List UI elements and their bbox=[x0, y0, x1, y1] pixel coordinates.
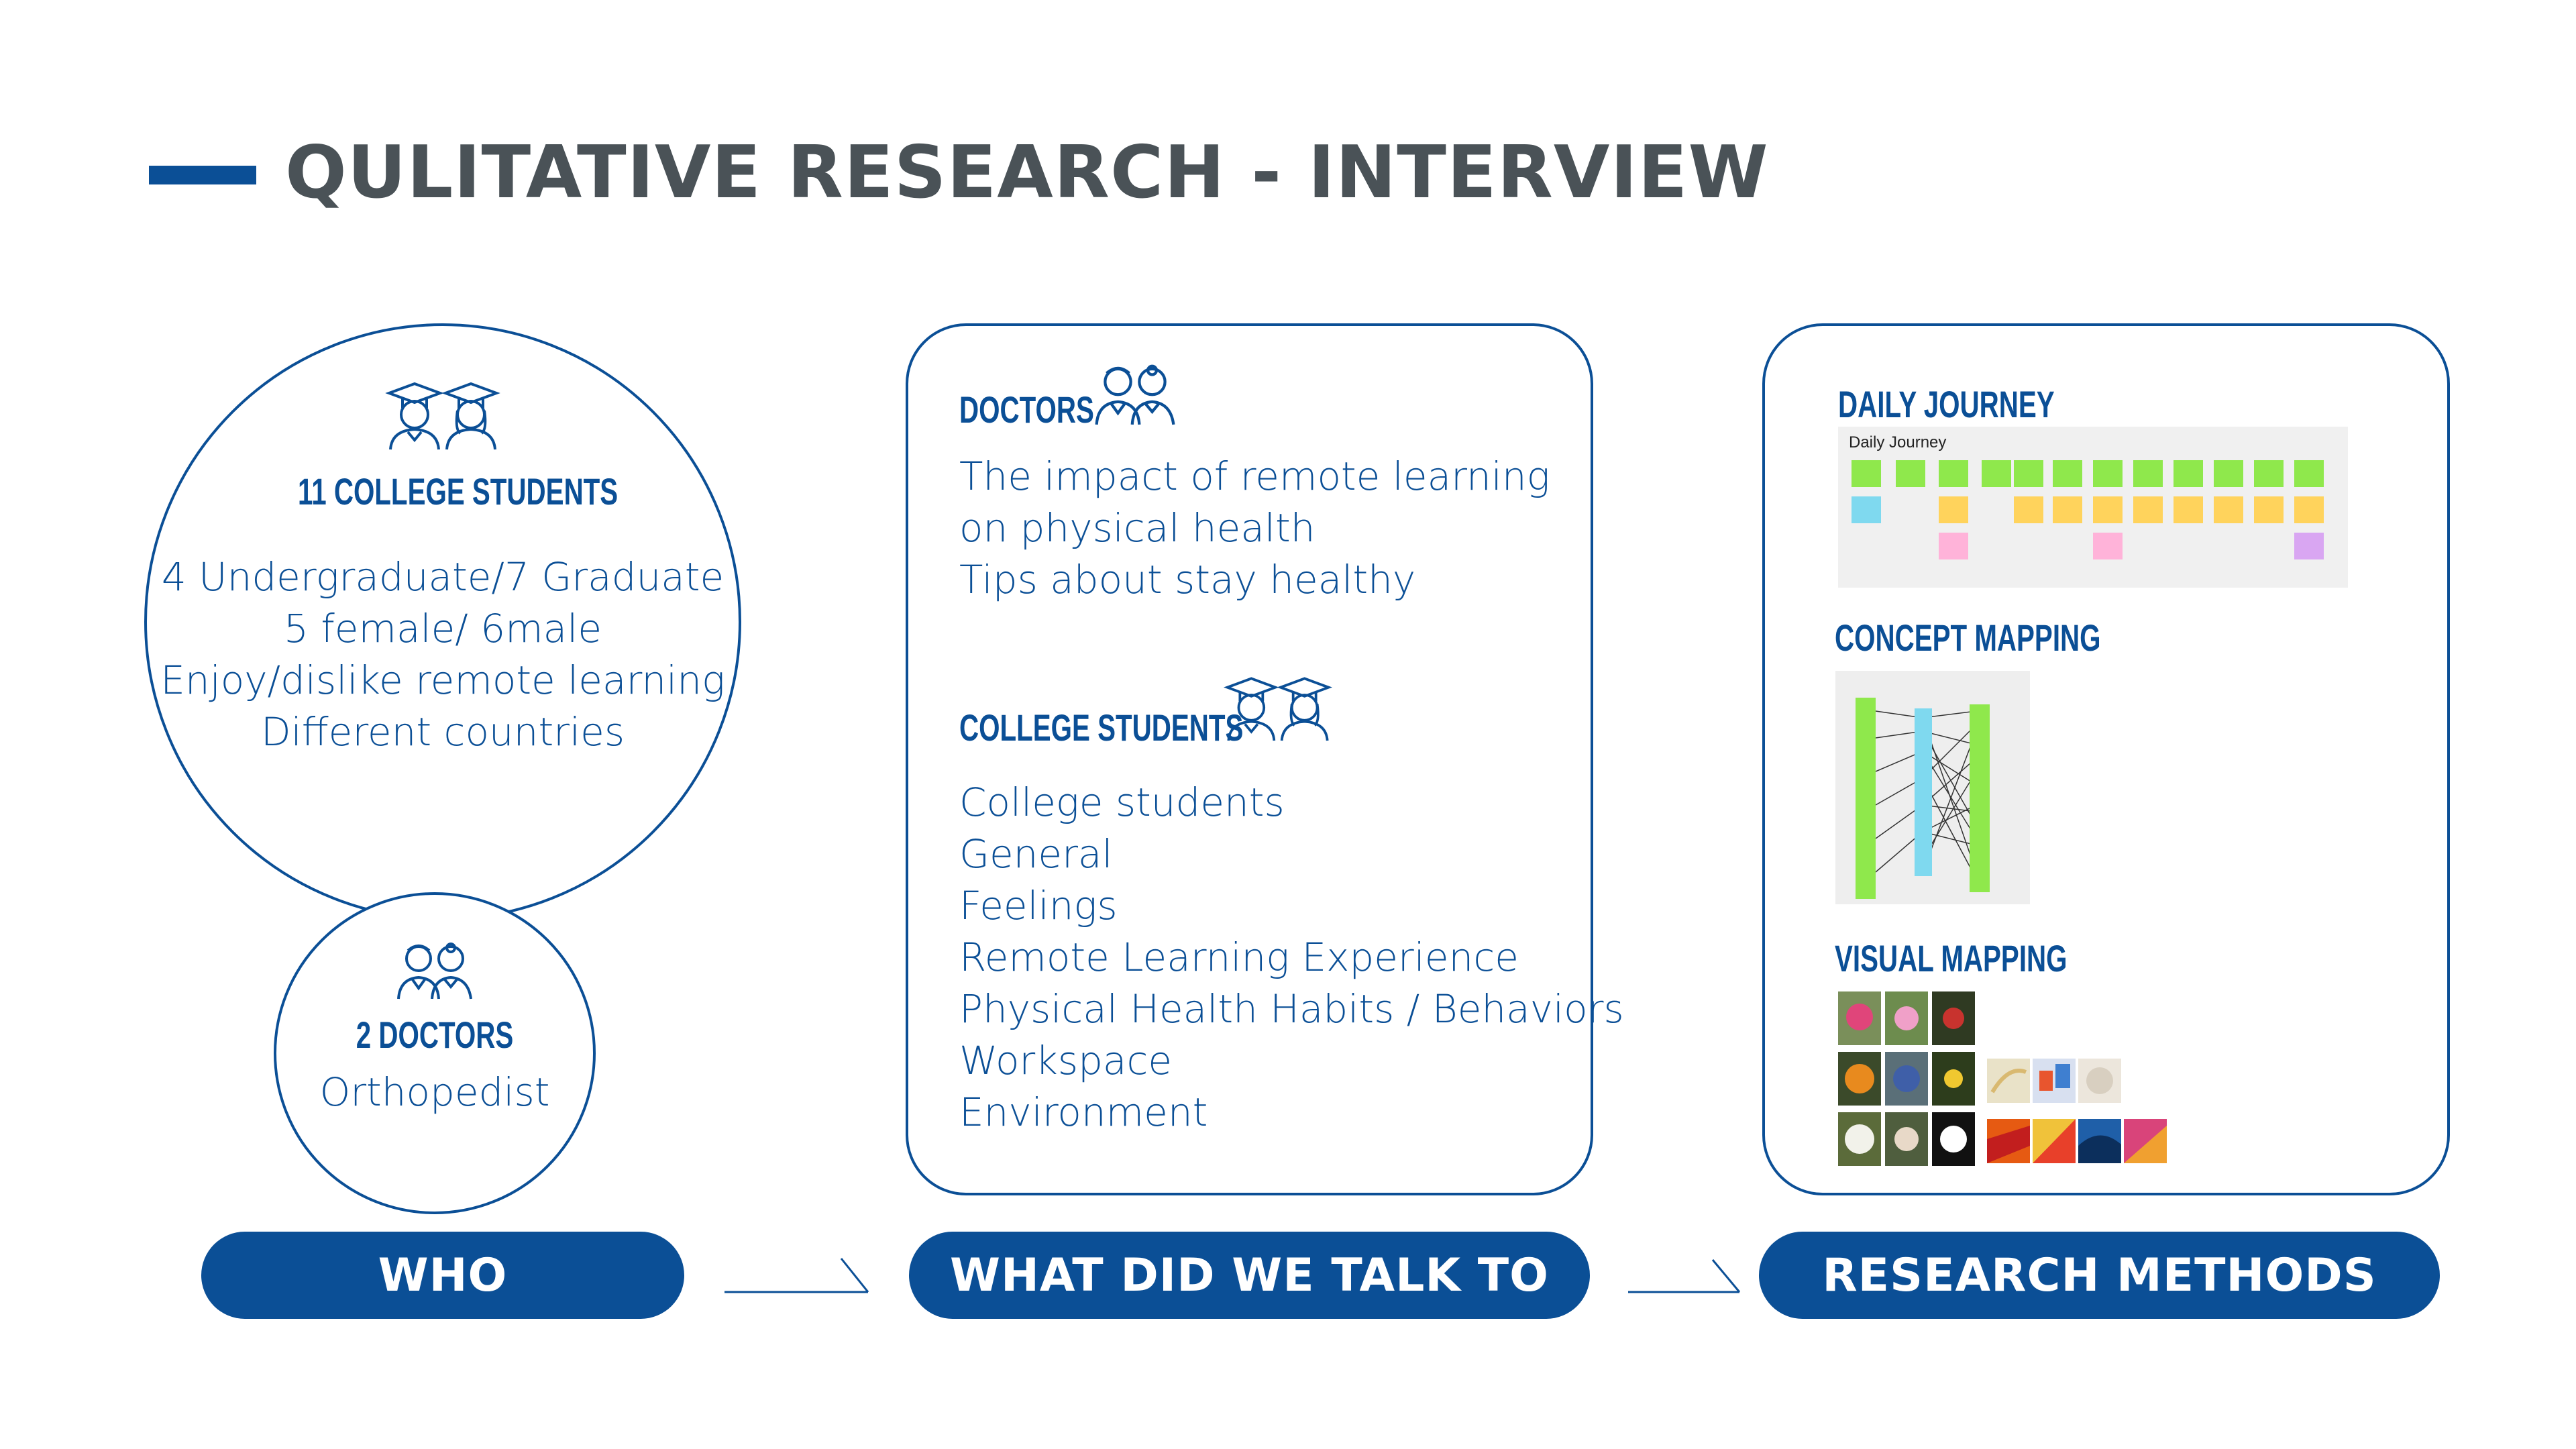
who-pill: WHO bbox=[201, 1232, 684, 1319]
talk-doctors-list: The impact of remote learning on physica… bbox=[959, 451, 1550, 606]
visual-mapping-images bbox=[1838, 991, 2167, 1166]
students-circle bbox=[144, 323, 741, 920]
who-doctors-specialty: Orthopedist bbox=[319, 1069, 550, 1115]
daily-journey-board-title: Daily Journey bbox=[1849, 433, 1947, 451]
title-accent-bar bbox=[149, 166, 256, 184]
who-students-list: 4 Undergraduate/7 Graduate 5 female/ 6ma… bbox=[144, 551, 741, 758]
arrow-right-icon bbox=[1627, 1254, 1743, 1295]
list-item: The impact of remote learning bbox=[959, 453, 1550, 499]
talk-doctors-heading: DOCTORS bbox=[959, 388, 1094, 431]
list-item: on physical health bbox=[959, 505, 1316, 551]
list-item: Different countries bbox=[260, 709, 625, 755]
list-item: Physical Health Habits / Behaviors bbox=[959, 986, 1624, 1032]
graduates-icon bbox=[382, 376, 503, 451]
list-item: General bbox=[959, 831, 1113, 877]
who-doctors-heading: 2 DOCTORS bbox=[356, 1014, 514, 1056]
visual-mapping-heading: VISUAL MAPPING bbox=[1835, 937, 2068, 979]
talk-students-heading: COLLEGE STUDENTS bbox=[959, 706, 1244, 749]
daily-journey-board: Daily Journey bbox=[1838, 427, 2348, 588]
talk-box bbox=[906, 323, 1593, 1195]
concept-map-board bbox=[1835, 671, 2030, 904]
list-item: Environment bbox=[959, 1089, 1208, 1135]
methods-pill: RESEARCH METHODS bbox=[1759, 1232, 2440, 1319]
arrow-right-icon bbox=[723, 1254, 872, 1295]
page-title: QULITATIVE RESEARCH - INTERVIEW bbox=[285, 131, 1769, 215]
list-item: College students bbox=[959, 780, 1285, 825]
concept-mapping-heading: CONCEPT MAPPING bbox=[1835, 616, 2101, 659]
list-item: Enjoy/dislike remote learning bbox=[160, 657, 725, 703]
talk-students-list: College students General Feelings Remote… bbox=[959, 777, 1624, 1138]
list-item: Tips about stay healthy bbox=[959, 557, 1416, 602]
sticky-notes bbox=[1851, 460, 2324, 559]
list-item: 4 Undergraduate/7 Graduate bbox=[161, 554, 724, 600]
doctors-icon bbox=[396, 936, 474, 1000]
who-students-heading: 11 COLLEGE STUDENTS bbox=[298, 470, 619, 513]
talk-pill: WHAT DID WE TALK TO bbox=[909, 1232, 1590, 1319]
list-item: Remote Learning Experience bbox=[959, 934, 1519, 980]
graduates-icon bbox=[1221, 671, 1335, 742]
list-item: Workspace bbox=[959, 1038, 1173, 1083]
concept-map-graph bbox=[1856, 698, 1990, 899]
doctors-icon bbox=[1093, 358, 1177, 426]
list-item: 5 female/ 6male bbox=[284, 606, 602, 651]
list-item: Feelings bbox=[959, 883, 1118, 928]
doctors-circle bbox=[274, 892, 596, 1214]
visual-mapping-collage bbox=[1838, 991, 2187, 1166]
daily-journey-heading: DAILY JOURNEY bbox=[1838, 383, 2055, 425]
